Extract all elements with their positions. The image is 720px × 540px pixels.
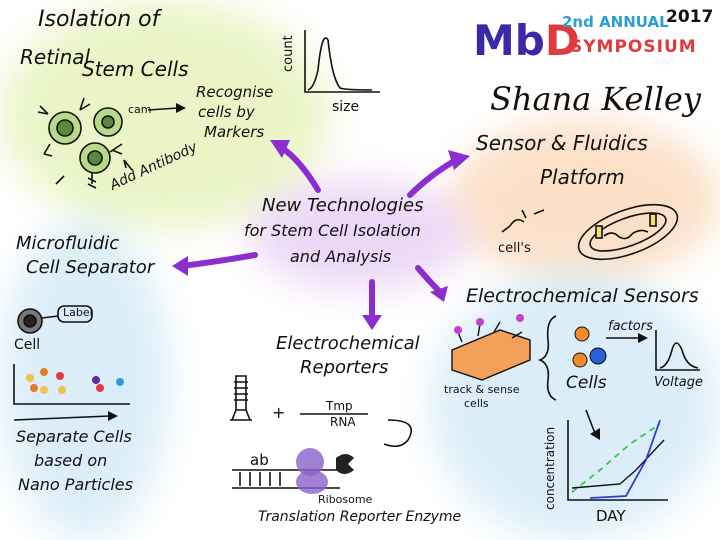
arrowhead-sensor — [448, 150, 470, 170]
reporters-title-2: Reporters — [300, 357, 389, 378]
cell-cam-label: cam — [128, 103, 152, 116]
center-line-1: New Technologies — [262, 195, 424, 216]
microfluidic-title-1: Microfluidic — [16, 233, 120, 254]
rna-label-2: RNA — [330, 415, 356, 429]
ab-label: ab — [250, 451, 269, 469]
wash-blue-right — [430, 270, 720, 540]
reporters-drawing — [230, 375, 413, 489]
arrowhead-microfluidic — [172, 256, 188, 276]
cell-balls — [572, 326, 607, 368]
center-line-3: and Analysis — [290, 247, 392, 266]
count-axis-label: count — [281, 35, 296, 72]
concentration-plot — [567, 419, 668, 501]
recognise-line-3: Markers — [204, 123, 265, 141]
separate-line-2: based on — [34, 451, 108, 470]
sensor-title-2: Platform — [540, 165, 625, 189]
annual-label: 2nd ANNUAL — [562, 13, 669, 31]
wash-purple-center — [250, 180, 470, 290]
symposium-label: SYMPOSIUM — [570, 37, 697, 57]
size-axis-label: size — [332, 99, 360, 115]
concentration-axis-label: concentration — [543, 426, 557, 510]
arrow-to-sensor — [407, 157, 459, 198]
arrow-to-isolation — [279, 145, 321, 193]
arrow-heads — [172, 140, 470, 330]
microfluidic-cell-drawing — [17, 305, 93, 334]
factors-label: factors — [608, 319, 653, 334]
sensor-cells-label: cell's — [498, 241, 531, 256]
size-histogram — [304, 30, 380, 93]
track-sense-drawing — [451, 314, 531, 381]
voltage-plot — [655, 330, 700, 371]
microfluidic-cell-label: Cell — [14, 337, 41, 353]
arrowhead-reporters — [362, 315, 382, 330]
recognise-line-1: Recognise — [196, 83, 274, 101]
logo-m: MbD — [473, 16, 580, 65]
voltage-label: Voltage — [654, 375, 704, 390]
translation-footer: Translation Reporter Enzyme — [258, 509, 462, 525]
speaker-name: Shana Kelley — [490, 80, 701, 118]
isolation-title-1: Isolation of — [38, 7, 160, 32]
sensor-platform-drawing — [501, 203, 679, 261]
rna-label-1: Tmp — [326, 399, 353, 413]
arrowhead-isolation — [270, 140, 290, 158]
reporters-title-1: Electrochemical — [276, 333, 420, 354]
ribosome-drawing — [296, 448, 354, 494]
stem-cells-drawing — [37, 97, 133, 189]
logo-text: MbD — [473, 16, 580, 65]
microfluidic-title-2: Cell Separator — [26, 257, 155, 278]
wash-orange — [450, 120, 720, 280]
track-label-2: cells — [464, 397, 489, 410]
day-axis-label: DAY — [596, 507, 626, 525]
cells-to-plot-arrowhead — [590, 428, 600, 440]
separate-line-1: Separate Cells — [16, 427, 132, 446]
year-label: 2017 — [666, 7, 714, 27]
track-label-1: track & sense — [444, 383, 520, 396]
recognise-arrow — [147, 107, 179, 111]
isolation-title-2: Retinal — [20, 45, 91, 69]
arrowhead-electrochemical — [430, 286, 448, 302]
electrochemical-title: Electrochemical Sensors — [466, 285, 699, 307]
center-line-2: for Stem Cell Isolation — [244, 221, 421, 240]
recognise-arrowhead — [176, 103, 186, 113]
curly-brace — [537, 315, 557, 401]
sensor-title-1: Sensor & Fluidics — [476, 131, 648, 155]
separation-plot — [13, 364, 130, 421]
isolation-title-3: Stem Cells — [82, 57, 189, 81]
factors-arrowhead — [638, 333, 648, 343]
ribosome-label: Ribosome — [318, 493, 373, 506]
arrow-to-electrochemical — [415, 265, 443, 295]
label-tag: Label — [63, 306, 93, 319]
separate-line-3: Nano Particles — [18, 475, 133, 494]
cells-label: Cells — [566, 373, 607, 393]
plus-sign: + — [272, 403, 286, 422]
recognise-line-2: cells by — [198, 103, 255, 121]
arrow-to-microfluidic — [179, 252, 258, 269]
